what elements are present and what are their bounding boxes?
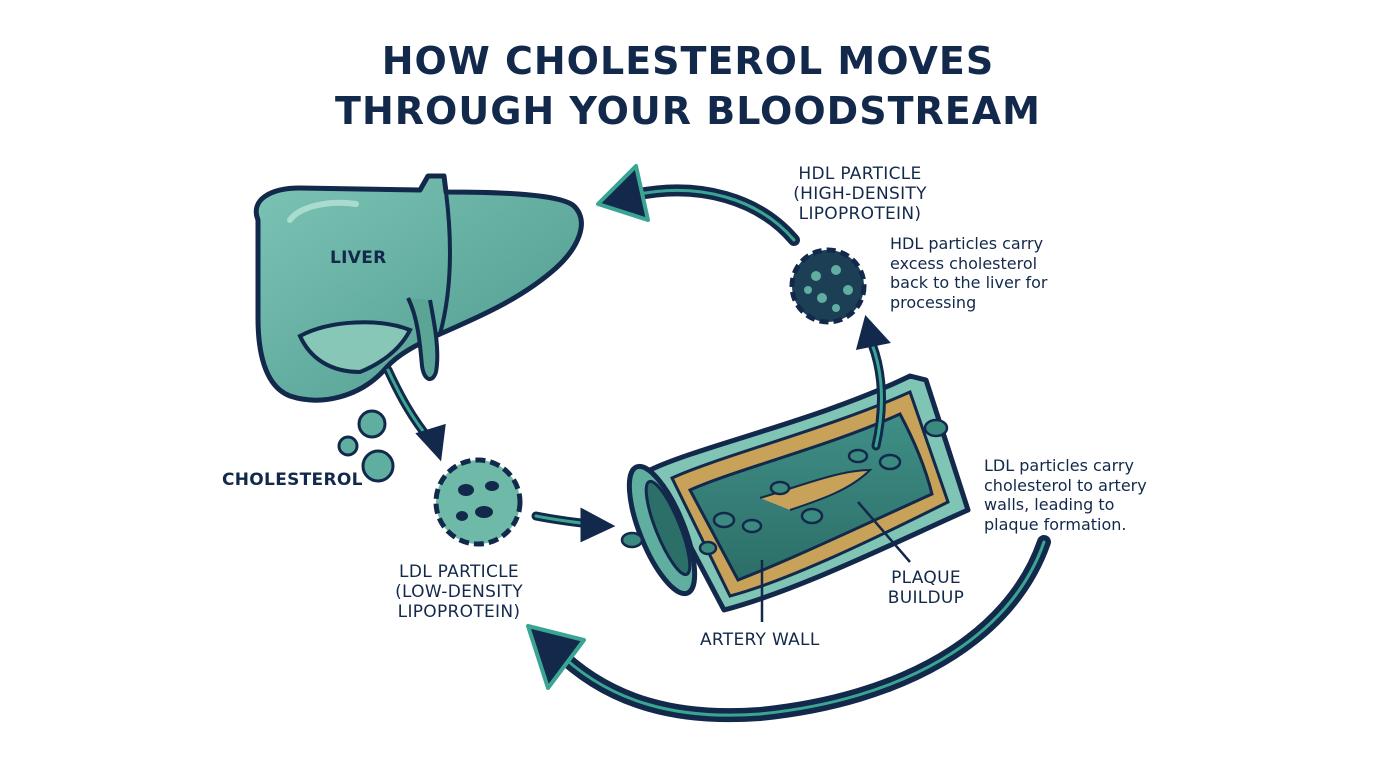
artery-wall-label: ARTERY WALL <box>700 630 820 650</box>
hdl-description: HDL particles carry excess cholesterol b… <box>890 234 1047 312</box>
ldl-label-line-3: LIPOPROTEIN) <box>397 602 521 622</box>
plaque-label-line-1: PLAQUE <box>891 568 961 588</box>
hdl-desc-line-1: HDL particles carry <box>890 234 1044 253</box>
liver-label: LIVER <box>330 248 387 268</box>
plaque-buildup-label: PLAQUE BUILDUP <box>878 568 974 608</box>
plaque-label-line-2: BUILDUP <box>887 588 965 608</box>
hdl-label-line-3: LIPOPROTEIN) <box>798 204 922 224</box>
cholesterol-blobs <box>337 409 395 483</box>
hdl-particle-icon <box>789 247 867 325</box>
ldl-desc-line-3: walls, leading to <box>984 495 1115 514</box>
ldl-desc-line-4: plaque formation. <box>984 514 1127 534</box>
hdl-label-line-2: (HIGH-DENSITY <box>793 184 927 204</box>
liver-illustration <box>253 173 584 403</box>
cycle-arrows <box>383 164 1051 723</box>
ldl-particle-label: LDL PARTICLE (LOW-DENSITY LIPOPROTEIN) <box>384 562 534 622</box>
ldl-desc-line-1: LDL particles carry <box>984 456 1134 475</box>
title-line-2: THROUGH YOUR BLOODSTREAM <box>335 89 1041 133</box>
ldl-label-line-1: LDL PARTICLE <box>399 562 519 582</box>
ldl-particle-icon <box>433 457 523 547</box>
hdl-desc-line-4: processing <box>890 292 977 312</box>
hdl-desc-line-3: back to the liver for <box>890 273 1048 292</box>
cholesterol-label: CHOLESTEROL <box>222 470 363 490</box>
hdl-label-line-1: HDL PARTICLE <box>798 164 922 184</box>
ldl-description: LDL particles carry cholesterol to arter… <box>984 456 1147 534</box>
title-line-1: HOW CHOLESTEROL MOVES <box>381 39 995 83</box>
hdl-desc-line-2: excess cholesterol <box>890 253 1038 273</box>
ldl-desc-line-2: cholesterol to artery <box>984 475 1147 495</box>
hdl-particle-label: HDL PARTICLE (HIGH-DENSITY LIPOPROTEIN) <box>770 164 950 224</box>
ldl-label-line-2: (LOW-DENSITY <box>395 582 523 602</box>
page-title: HOW CHOLESTEROL MOVES THROUGH YOUR BLOOD… <box>0 36 1376 136</box>
